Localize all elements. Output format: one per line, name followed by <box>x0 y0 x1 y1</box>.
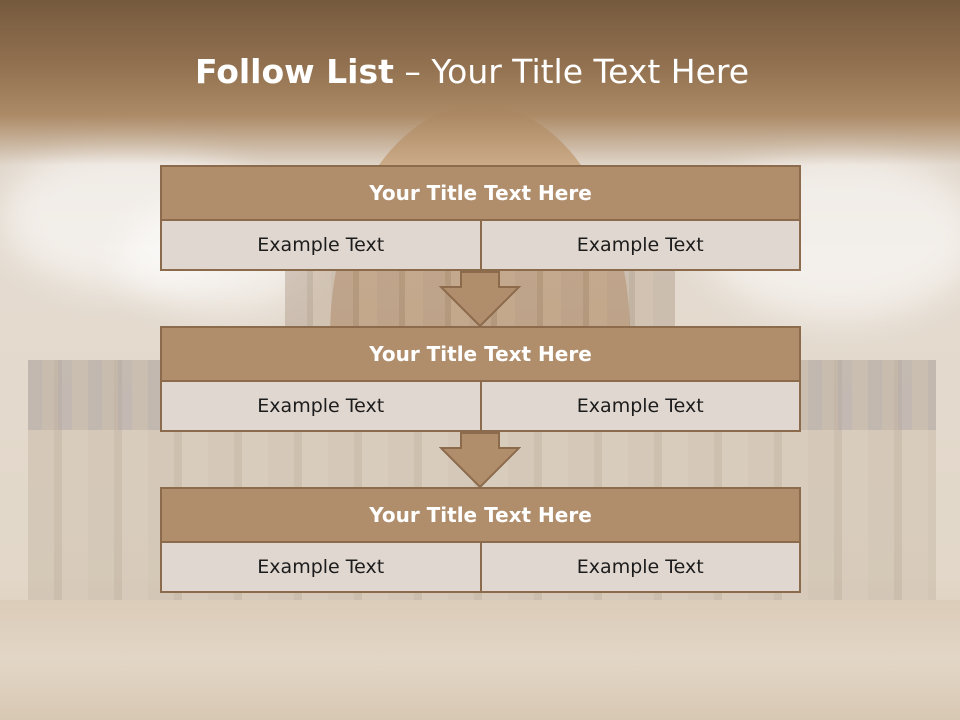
block-row: Example Text Example Text <box>160 221 801 271</box>
list-block-3: Your Title Text Here Example Text Exampl… <box>160 487 801 593</box>
block-cell-right: Example Text <box>481 382 801 432</box>
block-title: Your Title Text Here <box>160 326 801 382</box>
slide-title: Follow List – Your Title Text Here <box>0 52 944 91</box>
background-ground <box>0 600 960 720</box>
block-cell-right: Example Text <box>481 543 801 593</box>
block-cell-left: Example Text <box>160 221 482 271</box>
list-block-1: Your Title Text Here Example Text Exampl… <box>160 165 801 271</box>
down-arrow-icon <box>439 432 521 488</box>
block-title: Your Title Text Here <box>160 487 801 543</box>
block-row: Example Text Example Text <box>160 543 801 593</box>
block-title: Your Title Text Here <box>160 165 801 221</box>
list-block-2: Your Title Text Here Example Text Exampl… <box>160 326 801 432</box>
block-cell-left: Example Text <box>160 543 482 593</box>
block-cell-right: Example Text <box>481 221 801 271</box>
slide-title-bold: Follow List <box>194 52 394 91</box>
block-cell-left: Example Text <box>160 382 482 432</box>
slide-title-rest: – Your Title Text Here <box>393 52 750 91</box>
title-band <box>0 0 960 165</box>
block-row: Example Text Example Text <box>160 382 801 432</box>
down-arrow-icon <box>439 271 521 327</box>
